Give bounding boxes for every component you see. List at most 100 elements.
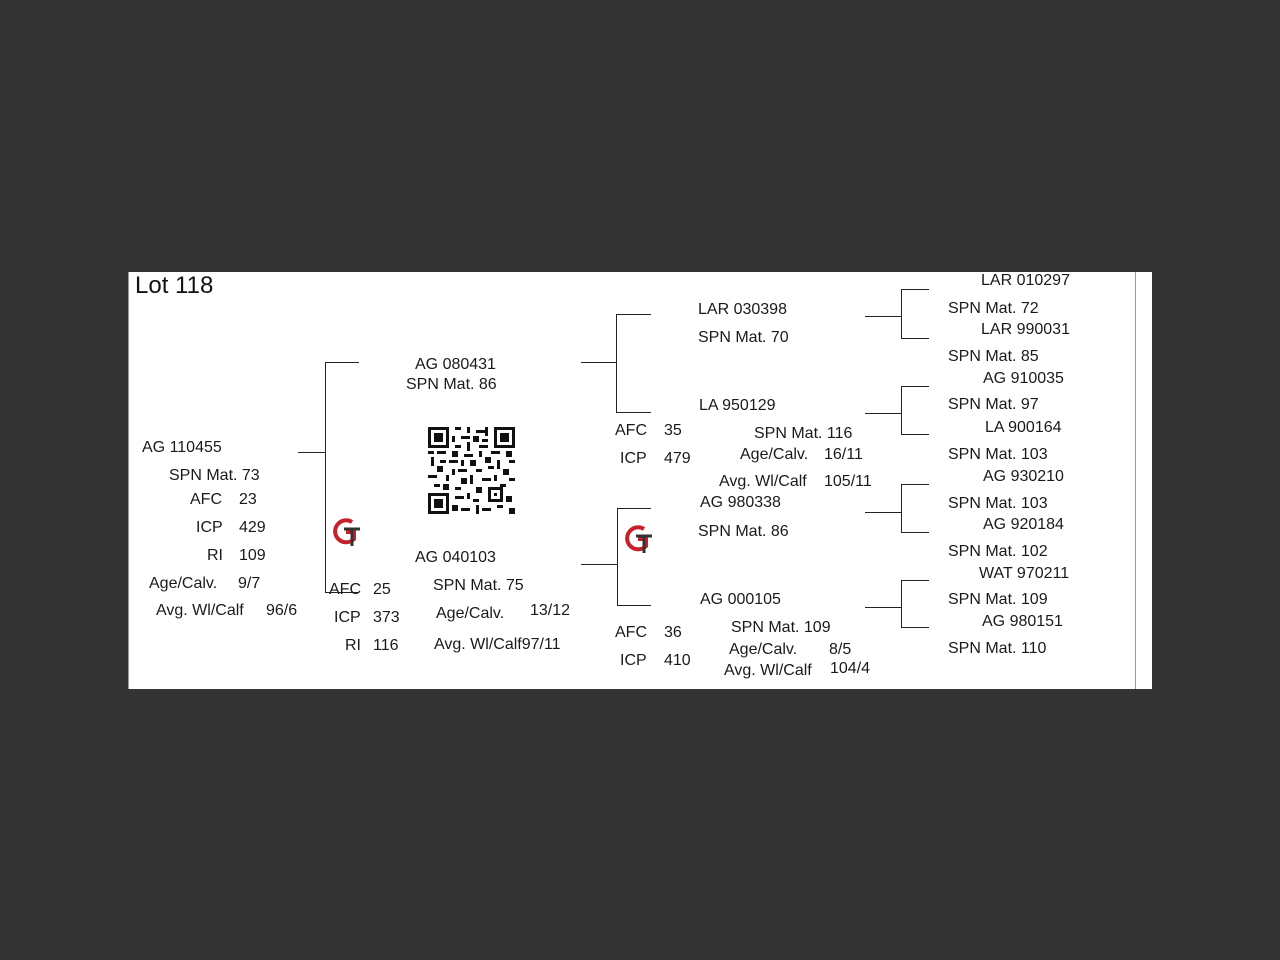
gt-logo-icon bbox=[625, 525, 652, 553]
ggp4-connector-line bbox=[901, 434, 929, 435]
pgs-spn-mat: SPN Mat. 70 bbox=[698, 329, 789, 346]
ggp8-connector-line bbox=[901, 627, 929, 628]
ggp-spn-mat: SPN Mat. 110 bbox=[948, 640, 1047, 657]
dam-afc-label: AFC bbox=[329, 581, 361, 598]
animal-ri-value: 109 bbox=[239, 547, 266, 564]
mgd-icp-value: 410 bbox=[664, 652, 691, 669]
pgd-afc-label: AFC bbox=[615, 422, 647, 439]
pgd-age-label: Age/Calv. bbox=[740, 446, 809, 463]
ggp-id: AG 980151 bbox=[982, 613, 1063, 630]
dam-age-value: 13/12 bbox=[530, 602, 571, 619]
sire-spn-mat: SPN Mat. 86 bbox=[406, 376, 497, 393]
animal-avg-value: 96/6 bbox=[266, 602, 298, 619]
pedigree-card: Lot 118 AG 110455 SPN Mat. 73 AFC 23 ICP… bbox=[128, 272, 1152, 689]
pgs-out-line bbox=[865, 316, 901, 317]
pgd-bracket-line bbox=[901, 386, 902, 434]
mgd-avg-label: Avg. Wl/Calf bbox=[724, 662, 812, 679]
animal-avg-label: Avg. Wl/Calf bbox=[156, 602, 244, 619]
ggp-id: AG 910035 bbox=[983, 370, 1064, 387]
dam-bracket-line bbox=[617, 508, 618, 605]
lot-title: Lot 118 bbox=[135, 272, 214, 299]
sire-bracket-line bbox=[616, 314, 617, 412]
pgd-avg-label: Avg. Wl/Calf bbox=[719, 473, 807, 490]
animal-icp-value: 429 bbox=[239, 519, 266, 536]
sire-out-line bbox=[581, 362, 616, 363]
animal-spn-mat: SPN Mat. 73 bbox=[169, 467, 260, 484]
mgs-connector-line bbox=[617, 508, 651, 509]
pgd-icp-label: ICP bbox=[620, 450, 647, 467]
card-left-edge bbox=[128, 272, 129, 689]
pgs-connector-line bbox=[616, 314, 651, 315]
ggp-spn-mat: SPN Mat. 72 bbox=[948, 300, 1039, 317]
ggp-spn-mat: SPN Mat. 97 bbox=[948, 396, 1039, 413]
card-right-edge bbox=[1135, 272, 1136, 689]
pgd-age-value: 16/11 bbox=[824, 446, 863, 463]
ggp5-connector-line bbox=[901, 484, 929, 485]
ggp-id: AG 930210 bbox=[983, 468, 1064, 485]
pgs-bracket-line bbox=[901, 289, 902, 338]
ggp2-connector-line bbox=[901, 338, 929, 339]
mgd-out-line bbox=[865, 607, 901, 608]
ggp7-connector-line bbox=[901, 580, 929, 581]
pgd-id: LA 950129 bbox=[699, 397, 776, 414]
dam-id: AG 040103 bbox=[415, 549, 496, 566]
dam-ri-label: RI bbox=[345, 637, 361, 654]
qr-code-icon bbox=[428, 427, 515, 514]
animal-afc-value: 23 bbox=[239, 491, 257, 508]
ggp-spn-mat: SPN Mat. 85 bbox=[948, 348, 1039, 365]
mgd-icp-label: ICP bbox=[620, 652, 647, 669]
animal-age-value: 9/7 bbox=[238, 575, 261, 592]
animal-ri-label: RI bbox=[207, 547, 223, 564]
pgd-icp-value: 479 bbox=[664, 450, 691, 467]
dam-age-label: Age/Calv. bbox=[436, 605, 505, 622]
ggp-id: WAT 970211 bbox=[979, 565, 1070, 582]
ggp-spn-mat: SPN Mat. 103 bbox=[948, 446, 1048, 463]
dam-avg: Avg. Wl/Calf97/11 bbox=[434, 636, 561, 653]
mgs-id: AG 980338 bbox=[700, 494, 781, 511]
sire-id: AG 080431 bbox=[415, 356, 496, 373]
mgd-afc-value: 36 bbox=[664, 624, 682, 641]
ggp-spn-mat: SPN Mat. 109 bbox=[948, 591, 1048, 608]
mgd-spn-mat: SPN Mat. 109 bbox=[731, 619, 831, 636]
animal-age-label: Age/Calv. bbox=[149, 575, 218, 592]
ggp-spn-mat: SPN Mat. 102 bbox=[948, 543, 1048, 560]
sire-connector-line bbox=[325, 362, 359, 363]
ggp3-connector-line bbox=[901, 386, 929, 387]
animal-afc-label: AFC bbox=[190, 491, 222, 508]
mgd-id: AG 000105 bbox=[700, 591, 781, 608]
dam-icp-value: 373 bbox=[373, 609, 400, 626]
pgd-spn-mat: SPN Mat. 116 bbox=[754, 425, 853, 442]
ggp-id: LAR 990031 bbox=[981, 321, 1070, 338]
mgs-out-line bbox=[865, 512, 901, 513]
mgd-bracket-line bbox=[901, 580, 902, 627]
mgd-avg-value: 104/4 bbox=[830, 660, 871, 677]
pgs-id: LAR 030398 bbox=[698, 301, 787, 318]
gt-logo-icon bbox=[333, 518, 360, 546]
mgd-age-label: Age/Calv. bbox=[729, 641, 798, 658]
ggp-id: AG 920184 bbox=[983, 516, 1064, 533]
ggp-id: LAR 010297 bbox=[981, 272, 1070, 289]
ggp6-connector-line bbox=[901, 532, 929, 533]
dam-spn-mat: SPN Mat. 75 bbox=[433, 577, 524, 594]
pgd-afc-value: 35 bbox=[664, 422, 682, 439]
mgs-spn-mat: SPN Mat. 86 bbox=[698, 523, 789, 540]
dam-connector-line bbox=[325, 592, 359, 593]
mgd-age-value: 8/5 bbox=[829, 641, 852, 658]
animal-bracket-line bbox=[325, 362, 326, 592]
ggp1-connector-line bbox=[901, 289, 929, 290]
dam-out-line bbox=[581, 564, 617, 565]
dam-afc-value: 25 bbox=[373, 581, 391, 598]
mgd-connector-line bbox=[617, 605, 651, 606]
pgd-connector-line bbox=[616, 412, 651, 413]
pgd-out-line bbox=[865, 413, 901, 414]
animal-icp-label: ICP bbox=[196, 519, 223, 536]
mgs-bracket-line bbox=[901, 484, 902, 532]
mgd-afc-label: AFC bbox=[615, 624, 647, 641]
pgd-avg-value: 105/11 bbox=[824, 473, 872, 490]
dam-icp-label: ICP bbox=[334, 609, 361, 626]
dam-ri-value: 116 bbox=[373, 637, 399, 654]
animal-connector-line bbox=[298, 452, 325, 453]
animal-id: AG 110455 bbox=[142, 439, 222, 456]
ggp-id: LA 900164 bbox=[985, 419, 1062, 436]
ggp-spn-mat: SPN Mat. 103 bbox=[948, 495, 1048, 512]
